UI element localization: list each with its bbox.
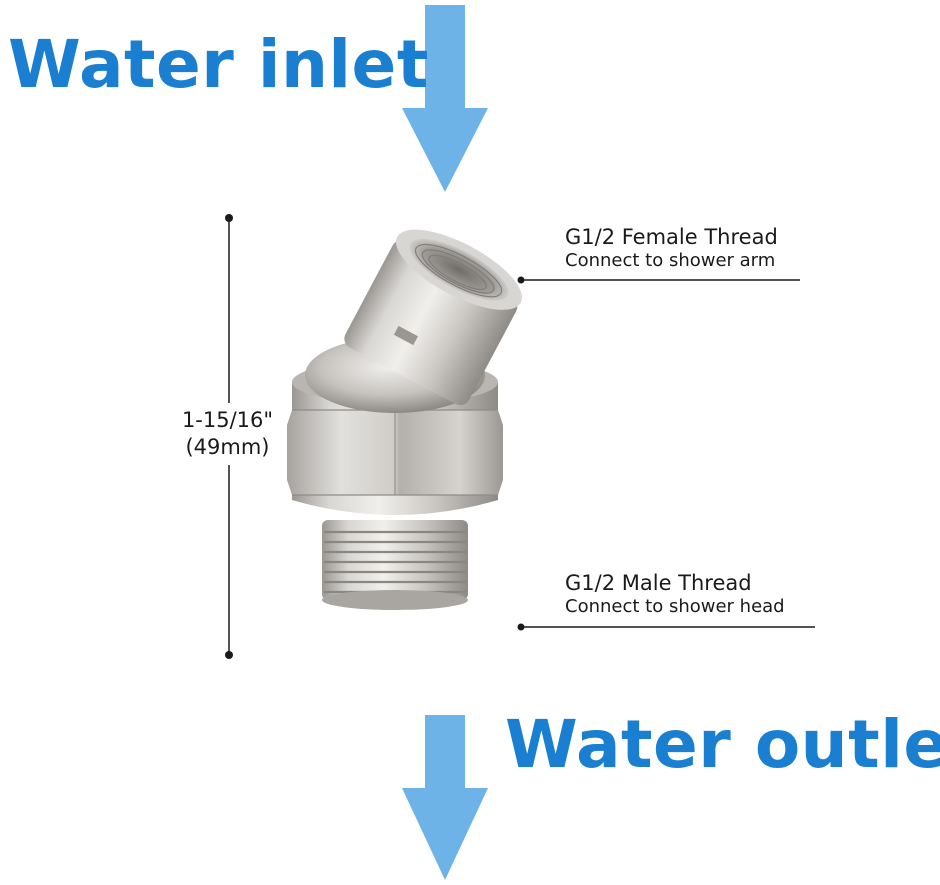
dimension-imperial: 1-15/16" <box>181 408 274 432</box>
male-thread-callout: G1/2 Male Thread Connect to shower head <box>565 570 785 618</box>
inlet-arrow <box>402 5 488 192</box>
water-outlet-label: Water outlet <box>505 706 940 783</box>
outlet-arrow <box>402 715 488 880</box>
male-thread-subtitle: Connect to shower head <box>565 596 785 617</box>
male-thread-title: G1/2 Male Thread <box>565 571 752 595</box>
water-inlet-label: Water inlet <box>8 26 429 103</box>
female-leader-line <box>517 276 800 284</box>
male-thread <box>322 520 468 610</box>
swivel-fitting-image <box>287 229 522 610</box>
dimension-metric: (49mm) <box>185 435 270 459</box>
dimension-label: 1-15/16" (49mm) <box>170 403 285 465</box>
female-thread-subtitle: Connect to shower arm <box>565 250 776 271</box>
female-nut <box>344 229 522 406</box>
female-thread-callout: G1/2 Female Thread Connect to shower arm <box>565 224 778 272</box>
male-leader-line <box>517 623 815 631</box>
female-thread-title: G1/2 Female Thread <box>565 225 778 249</box>
